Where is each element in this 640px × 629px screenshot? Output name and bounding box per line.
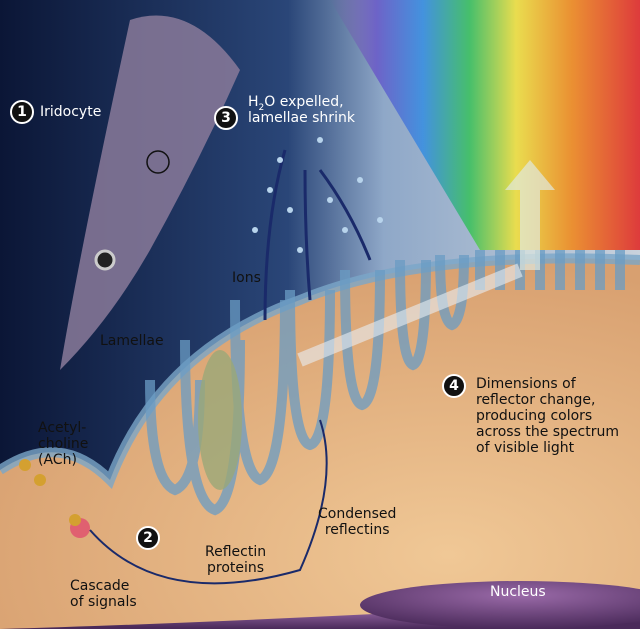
water-arrows: [263, 149, 372, 321]
iridocyte-label: Iridocyte: [40, 104, 102, 120]
signal-path: [89, 419, 328, 585]
nucleus-label: Nucleus: [490, 584, 546, 600]
step-2-badge: 2: [136, 526, 160, 550]
cell-membrane: [0, 253, 640, 489]
right-arrow: [297, 263, 523, 367]
squid-eye: [94, 249, 116, 271]
spectrum-rainbow: [330, 0, 640, 250]
lamellae-label: Lamellae: [100, 333, 164, 349]
ach-molecules: [19, 459, 81, 526]
cell-body: [0, 258, 640, 629]
water-molecules: [252, 137, 383, 253]
condensed-reflectins: [198, 350, 242, 490]
ach-label: Acetyl-choline(ACh): [38, 420, 89, 468]
squid: [60, 15, 240, 371]
step-3-label: H2O expelled,lamellae shrink: [248, 94, 355, 126]
step-4-badge: 4: [442, 374, 466, 398]
up-arrow: [505, 160, 555, 270]
step-3-badge: 3: [214, 106, 238, 130]
nucleus: [360, 581, 640, 629]
iridocyte-circle: [146, 150, 170, 174]
step-1-badge: 1: [10, 100, 34, 124]
ions-label: Ions: [232, 270, 261, 286]
